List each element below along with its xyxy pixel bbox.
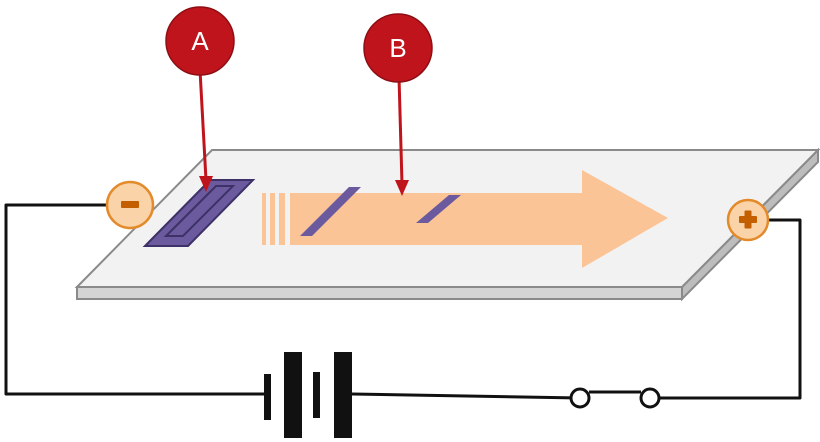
battery-icon: [264, 352, 352, 438]
marker-b-label: B: [389, 33, 406, 63]
dna-band-1: [300, 187, 361, 236]
arrow-stripe-2: [270, 193, 275, 245]
right-wire: [650, 218, 802, 400]
arrow-stripe-1: [262, 193, 266, 245]
circuit-wires: [4, 203, 802, 400]
marker-a-circle: [165, 6, 235, 76]
marker-b: B: [363, 13, 433, 196]
marker-a: A: [165, 6, 235, 192]
marker-a-arrowhead: [199, 176, 213, 192]
marker-a-pointer: [198, 69, 208, 181]
switch-terminal-right: [639, 387, 661, 409]
marker-b-arrowhead: [395, 180, 409, 196]
switch-terminal-left: [569, 387, 591, 409]
dna-bands: [300, 187, 461, 236]
plus-icon: [739, 210, 757, 229]
migration-arrow-body: [290, 170, 668, 268]
arrow-stripe-3: [279, 193, 285, 245]
marker-b-circle: [363, 13, 433, 83]
minus-icon: [121, 201, 139, 208]
marker-a-label: A: [191, 26, 209, 56]
negative-electrode: [105, 180, 155, 230]
sample-well: [142, 179, 256, 247]
migration-arrow: [262, 170, 668, 268]
well-inner: [163, 185, 236, 237]
left-wire: [4, 203, 266, 396]
battery-to-switch-wire: [351, 392, 581, 400]
gel-slab-front: [76, 286, 683, 300]
marker-b-pointer: [397, 76, 404, 185]
dna-band-2: [416, 195, 461, 223]
switch-icon: [569, 387, 661, 409]
positive-electrode: [726, 198, 770, 242]
